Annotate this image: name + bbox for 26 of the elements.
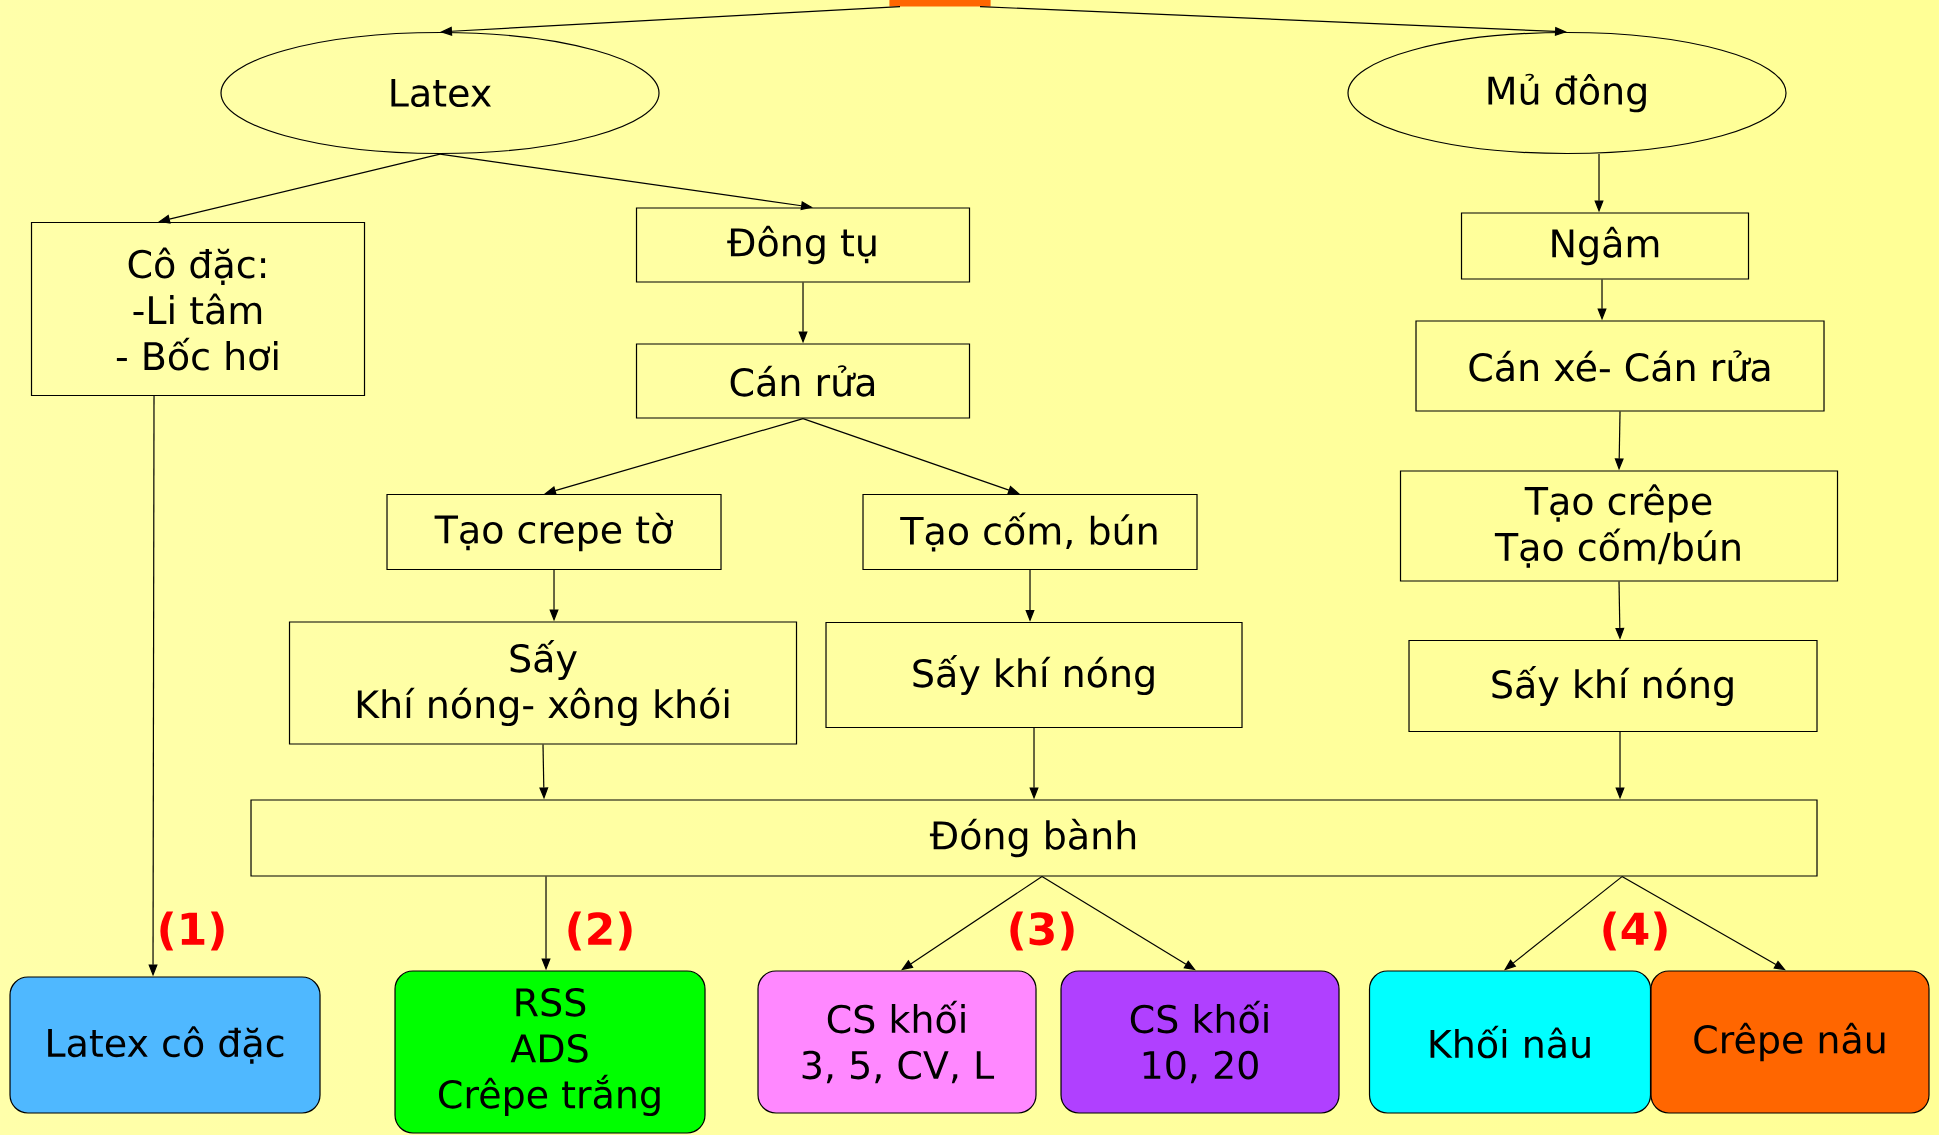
- arrow: [1621, 876, 1786, 971]
- arrow: [901, 876, 1043, 971]
- arrow: [1041, 876, 1196, 971]
- product-box: Latex cô đặc: [9, 976, 321, 1114]
- callout-number: (4): [1603, 911, 1667, 951]
- product-box: Crêpe nâu: [1650, 970, 1930, 1114]
- process-box: Tạo crêpe Tạo cốm/bún: [1399, 470, 1839, 582]
- process-box: Sấy khí nóng: [825, 621, 1243, 729]
- process-box: Đóng bành: [250, 799, 1818, 877]
- process-box: Cán rửa: [635, 343, 971, 419]
- callout-number: (2): [568, 911, 632, 951]
- product-box: RSS ADS Crêpe trắng: [394, 970, 706, 1134]
- callout-number: (3): [1010, 911, 1074, 951]
- product-box: Khối nâu: [1368, 970, 1652, 1114]
- process-box: Tạo cốm, bún: [862, 493, 1198, 571]
- process-box: Ngâm: [1460, 212, 1750, 280]
- process-box: Cán xé- Cán rửa: [1415, 320, 1825, 412]
- callout-number: (1): [160, 911, 224, 951]
- process-box: Sấy khí nóng: [1408, 639, 1818, 733]
- process-box: [889, 0, 991, 7]
- process-box: Đông tụ: [635, 207, 971, 283]
- product-box: CS khối 3, 5, CV, L: [757, 970, 1037, 1114]
- process-box: Tạo crepe tờ: [386, 493, 722, 571]
- process-box: Cô đặc: -Li tâm - Bốc hơi: [30, 221, 366, 397]
- process-box: Sấy Khí nóng- xông khói: [288, 621, 798, 745]
- product-box: CS khối 10, 20: [1060, 970, 1340, 1114]
